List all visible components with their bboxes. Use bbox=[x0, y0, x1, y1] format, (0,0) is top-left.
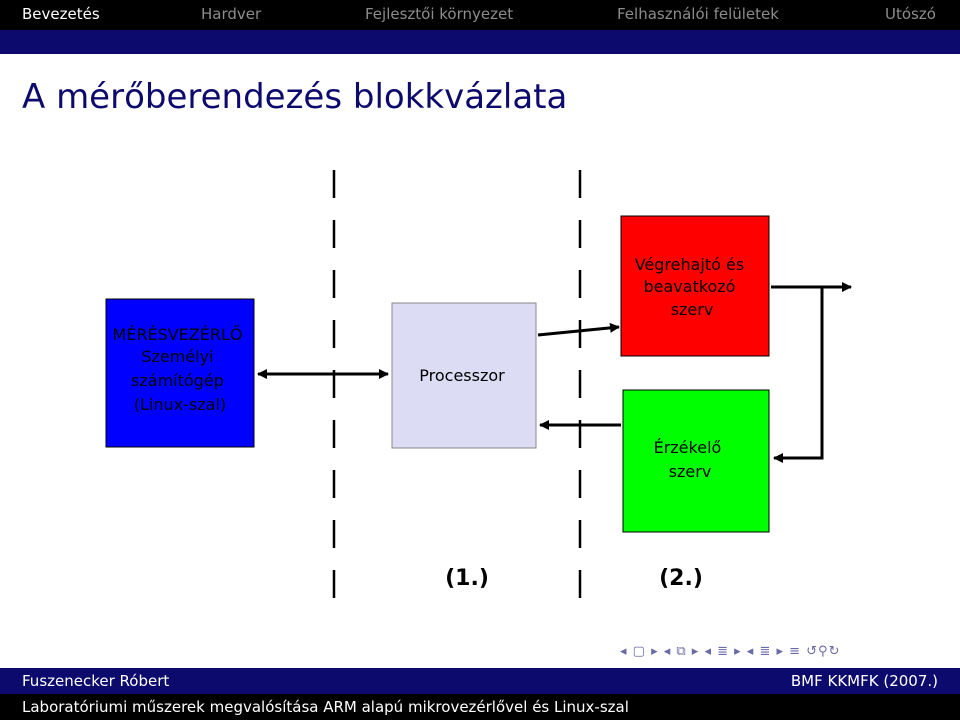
sensor-line-1: Érzékelő bbox=[654, 438, 722, 457]
actuator-line-3: szerv bbox=[671, 300, 714, 319]
footer-institution: BMF KKMFK (2007.) bbox=[790, 672, 938, 690]
control-line-2: Személyi bbox=[141, 347, 213, 366]
sensor-box bbox=[622, 389, 770, 533]
arrow-processor-actuator bbox=[537, 322, 620, 337]
actuator-box-text: Végrehajtó és beavatkozó szerv bbox=[635, 255, 750, 319]
nav-section-bevezetes[interactable]: Bevezetés bbox=[22, 5, 100, 23]
control-line-1: MÉRÉSVEZÉRLŐ bbox=[112, 324, 242, 344]
section-navigation-bar: Bevezetés Hardver Fejlesztői környezet F… bbox=[0, 0, 960, 54]
footer-author: Fuszenecker Róbert bbox=[22, 672, 170, 690]
nav-section-fejlesztoi-kornyezet[interactable]: Fejlesztői környezet bbox=[365, 5, 514, 23]
footer-title-bar: Laboratóriumi műszerek megvalósítása ARM… bbox=[0, 694, 960, 720]
control-line-3: számítógép bbox=[131, 371, 224, 390]
stage-label-2: (2.) bbox=[659, 566, 703, 591]
control-box-text: MÉRÉSVEZÉRLŐ Személyi számítógép (Linux-… bbox=[112, 324, 247, 414]
processor-box bbox=[391, 302, 537, 449]
beamer-navigation-symbols[interactable]: ◂ ▢ ▸ ◂ ⧉ ▸ ◂ ≣ ▸ ◂ ≣ ▸ ≡ ↺⚲↻ bbox=[620, 644, 841, 659]
actuator-box bbox=[620, 215, 770, 357]
feedback-path bbox=[773, 287, 824, 463]
control-line-4: (Linux-szal) bbox=[134, 395, 226, 414]
nav-section-felhasznaloi-feluletek[interactable]: Felhasználói felületek bbox=[617, 5, 779, 23]
nav-section-hardver[interactable]: Hardver bbox=[201, 5, 262, 23]
actuator-line-1: Végrehajtó és bbox=[635, 255, 745, 274]
footer-info-bar: Fuszenecker Róbert BMF KKMFK (2007.) bbox=[0, 668, 960, 694]
sensor-line-2: szerv bbox=[669, 462, 712, 481]
footer-subtitle: Laboratóriumi műszerek megvalósítása ARM… bbox=[22, 698, 629, 716]
processor-label: Processzor bbox=[419, 366, 505, 385]
nav-section-utoszo[interactable]: Utószó bbox=[885, 5, 936, 23]
slide-title: A mérőberendezés blokkvázlata bbox=[22, 77, 568, 117]
stage-label-1: (1.) bbox=[445, 566, 489, 591]
actuator-line-2: beavatkozó bbox=[643, 277, 735, 296]
control-computer-box bbox=[105, 298, 255, 448]
sensor-box-text: Érzékelő szerv bbox=[654, 438, 727, 481]
